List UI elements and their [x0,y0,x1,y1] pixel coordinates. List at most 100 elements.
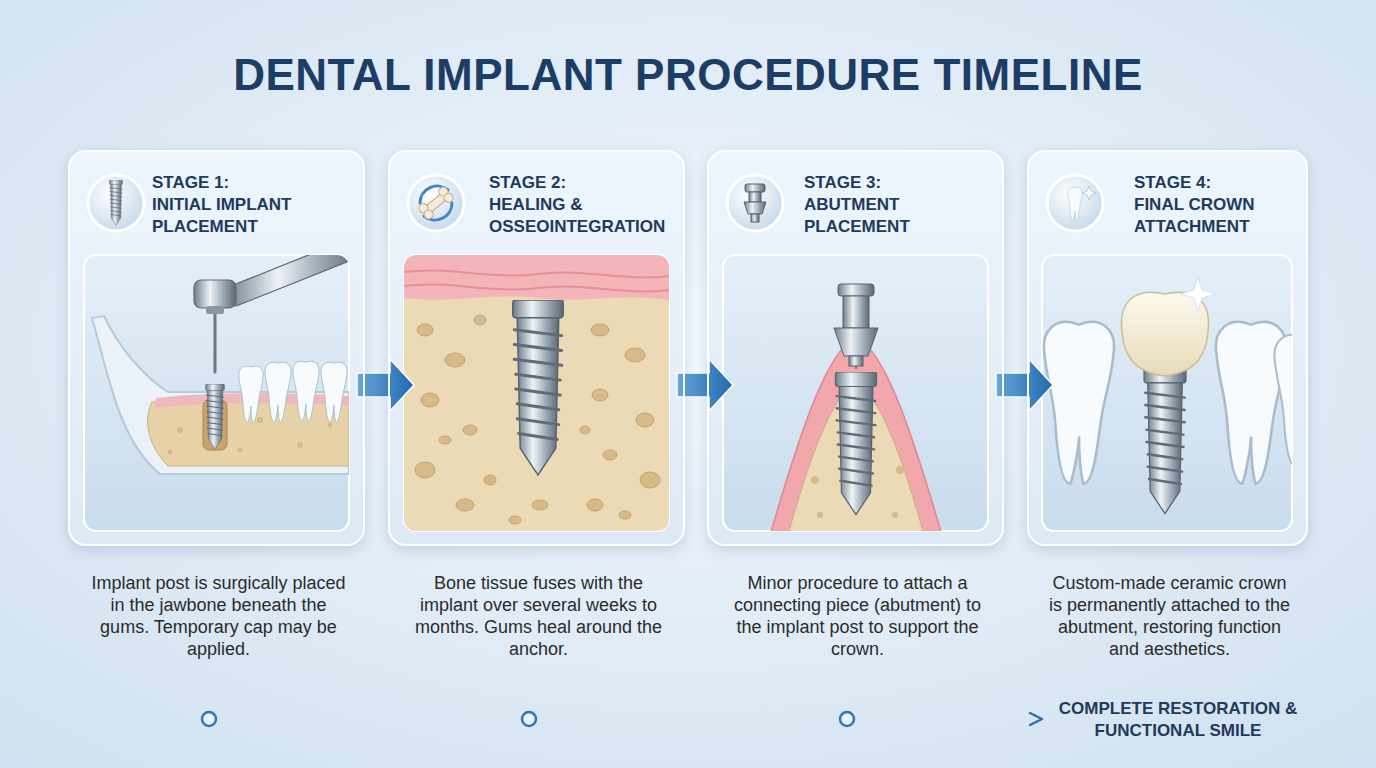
timeline [70,712,1042,726]
abutment-illustration [892,512,898,518]
illustration-frame [723,255,988,531]
bone-cross-section [603,450,617,460]
timeline [840,712,854,726]
panel-fill [68,150,365,546]
stage-title: INITIAL IMPLANT PLACEMENT [152,194,361,238]
crown-illustration [1180,276,1216,312]
bone-cross-section [640,472,660,488]
stage-icon [1047,175,1103,231]
flow-arrow [357,359,414,411]
illustration-frame [84,255,349,531]
abutment-illustration [834,328,878,356]
jaw-illustration [206,306,224,314]
jaw-illustration [92,255,349,474]
stage-icon [1082,186,1096,200]
bone-cross-section [404,284,669,291]
jaw-illustration [239,366,263,422]
stage-icon [417,185,455,221]
stage-number: STAGE 3: [804,172,1000,194]
bone-cross-section [625,348,645,362]
jaw-illustration [257,417,263,423]
abutment-illustration [770,284,942,531]
jaw-illustration [238,448,243,453]
jaw-illustration [177,427,183,433]
bone-cross-section [592,389,608,401]
timeline [202,712,216,726]
bone-cross-section [591,324,609,336]
flow-arrow [677,359,733,411]
jaw-illustration [194,280,236,308]
abutment-illustration [817,512,823,518]
stage-icon [749,192,761,202]
illustration-frame [1042,255,1292,531]
bone-cross-section [415,462,435,478]
jaw-illustration [265,362,291,422]
timeline-end-label: COMPLETE RESTORATION & FUNCTIONAL SMILE [1052,698,1304,742]
stage-description: Implant post is surgically placed in the… [88,572,349,660]
stage-icon [408,175,464,231]
stage-title: FINAL CROWN ATTACHMENT [1134,194,1304,238]
bone-cross-section [474,315,486,325]
stage-title: HEALING & OSSEOINTEGRATION [489,194,681,238]
bone-cross-section [439,436,451,444]
panel-fill [1027,150,1308,546]
bone-cross-section [404,255,669,300]
stage-title: ABUTMENT PLACEMENT [804,194,1000,238]
bone-cross-section [580,426,590,434]
panel-fill [707,150,1004,546]
jaw-illustration [92,316,349,474]
bone-cross-section [509,516,521,524]
jaw-illustration [297,442,303,448]
stage-icon [88,175,144,231]
jaw-illustration [321,362,347,422]
crown-illustration [1044,322,1114,484]
crown-illustration [1274,335,1292,467]
panel-fill [68,150,1308,546]
bone-cross-section [619,511,631,519]
timeline [1030,713,1042,725]
abutment-illustration [811,476,819,484]
stage-number: STAGE 1: [152,172,361,194]
stage-icon [422,208,435,221]
panel-fill [388,150,685,546]
bone-cross-section [421,393,439,407]
bone-cross-section [404,270,669,277]
jaw-illustration [226,255,349,306]
stage-description: Minor procedure to attach a connecting p… [727,572,988,660]
bone-cross-section [463,425,477,435]
jaw-illustration [293,361,319,421]
stage-panel: STAGE 1:INITIAL IMPLANT PLACEMENTImplant… [68,150,365,546]
abutment-illustration [896,466,904,474]
crown-illustration [1044,276,1292,514]
jaw-illustration [168,417,333,455]
bone-cross-section [532,500,548,510]
abutment-illustration [838,284,874,296]
diagram-title: DENTAL IMPLANT PROCEDURE TIMELINE [0,50,1376,100]
abutment-illustration [849,356,863,366]
jaw-illustration [214,306,217,372]
stage-icon [744,202,766,214]
stage-number: STAGE 2: [489,172,681,194]
bone-cross-section [417,324,433,336]
stage-icon [745,184,765,192]
stage-number: STAGE 4: [1134,172,1304,194]
jaw-illustration [168,450,173,455]
stage-icon [442,191,455,204]
bone-cross-section [484,475,496,485]
stage-icon [109,180,122,225]
abutment-illustration [843,296,869,328]
bone-cross-section [636,413,654,427]
bone-cross-section [404,255,669,531]
bone-cross-section [404,296,669,531]
stage-description: Bone tissue fuses with the implant over … [408,572,669,660]
crown-illustration [1144,368,1186,514]
illustration-frame [84,255,1292,531]
abutment-illustration [835,372,876,515]
bone-cross-section [456,499,474,511]
stage-panel: STAGE 4:FINAL CROWN ATTACHMENTCustom-mad… [1027,150,1308,546]
stage-panel: STAGE 3:ABUTMENT PLACEMENTMinor procedur… [707,150,1004,546]
bone-cross-section [445,353,465,367]
stage-icon [1068,187,1083,221]
